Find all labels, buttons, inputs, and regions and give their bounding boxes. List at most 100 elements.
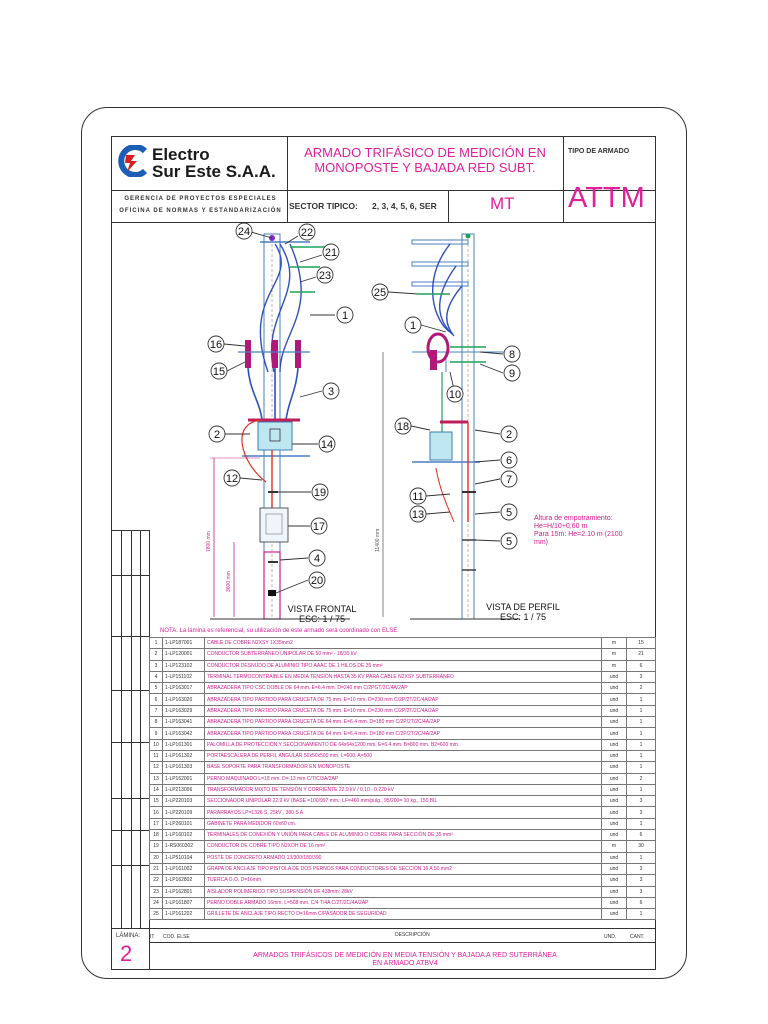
item-unit: und	[601, 795, 627, 808]
profile-callout-labels: 25 1 8 9 10 18 2 6 7 11 13 5 5	[374, 287, 515, 548]
title-block-vline-3	[563, 136, 564, 222]
footer-qty-label: CANT.	[630, 934, 645, 940]
revision-strip-row-7	[111, 865, 149, 866]
item-quantity: 21	[626, 648, 656, 661]
item-code: 1-LP163029	[162, 704, 205, 718]
item-description: GABINETE PARA MEDIDOR 60x60 cm.	[204, 817, 602, 831]
revision-strip-row-5	[111, 798, 149, 799]
front-callout-9: 2	[214, 429, 220, 441]
profile-view-scale: ESC: 1 / 75	[500, 612, 546, 622]
dim-front-long: 7800 mm	[206, 531, 212, 552]
front-callout-14: 4	[314, 553, 320, 565]
revision-strip-row-2	[111, 636, 149, 637]
item-code: 1-RS060302	[162, 840, 205, 853]
sheet-number: 2	[120, 941, 133, 966]
item-number: 23	[149, 885, 163, 898]
profile-callout-10: 11	[412, 491, 423, 503]
profile-callout-5: 10	[449, 389, 461, 401]
front-callout-7: 15	[213, 366, 225, 378]
revision-strip-col-3	[140, 530, 141, 928]
item-number: 21	[149, 862, 163, 876]
item-quantity: 15	[626, 636, 656, 650]
item-quantity: 30	[626, 840, 656, 853]
item-quantity: 3	[626, 862, 656, 876]
item-code: 1-LP161807	[162, 896, 205, 910]
item-number: 6	[149, 693, 163, 706]
item-code: 1-LP213006	[162, 783, 205, 797]
item-code: 1-LP163041	[162, 716, 205, 729]
item-number: 17	[149, 817, 163, 831]
item-quantity: 1	[626, 851, 656, 864]
item-description: PERNO MAQUINADO L=18 mm. D= 13 mm C/T/C/…	[204, 772, 602, 785]
item-description: ABRAZADERA TIPO PARTIDO PARA CRUCETA DE …	[204, 704, 602, 718]
item-description: CONDUCTOR DE COBRE TIPO N2XOH DE 16 mm²	[204, 840, 602, 853]
item-number: 25	[149, 908, 163, 921]
drawing-note: NOTA: La lámina es referencial, su utili…	[160, 628, 398, 634]
item-unit: m	[601, 636, 627, 650]
item-unit: und	[601, 817, 627, 831]
revision-strip-col-2	[131, 530, 132, 928]
item-number: 2	[149, 648, 163, 661]
armado-type-code: ATTM	[568, 182, 645, 214]
item-unit: und	[601, 806, 627, 819]
item-quantity: 1	[626, 716, 656, 729]
item-code: 1-LP162001	[162, 772, 205, 785]
item-description: CONDUCTOR SUBTERRÁNEO UNIPOLAR DE 50 mm²…	[204, 648, 602, 661]
profile-callout-9: 7	[506, 474, 512, 486]
item-number: 13	[149, 772, 163, 785]
profile-callout-2: 1	[410, 320, 416, 332]
footer-title-line1: ARMADOS TRIFÁSICOS DE MEDICIÓN EN MEDIA …	[253, 952, 557, 959]
company-name-line2: Sur Este S.A.A.	[152, 162, 276, 181]
item-code: 1-LP163020	[162, 693, 205, 706]
item-number: 12	[149, 761, 163, 774]
item-code: 1-LP160102	[162, 829, 205, 842]
item-unit: und	[601, 829, 627, 842]
voltage-class: MT	[490, 194, 515, 213]
department-line2: OFICINA DE NORMAS Y ESTANDARIZACIÓN	[119, 208, 282, 214]
item-quantity: 1	[626, 727, 656, 740]
item-code: 1-LP163042	[162, 727, 205, 740]
item-unit: und	[601, 851, 627, 864]
item-description: PARARRAYOS LP=1326 S, 25kV , 380 S A	[204, 806, 602, 819]
item-quantity: 6	[626, 829, 656, 842]
item-description: BASE SOPORTE PARA TRANSFORMADOR EN MONOP…	[204, 761, 602, 774]
item-quantity: 3	[626, 885, 656, 898]
item-number: 16	[149, 806, 163, 819]
drawing-title-line1: ARMADO TRIFÁSICO DE MEDICIÓN EN	[304, 145, 546, 160]
footer-code-label: COD. ELSE	[163, 934, 190, 940]
item-unit: und	[601, 749, 627, 763]
item-number: 4	[149, 670, 163, 684]
item-unit: und	[601, 727, 627, 740]
item-quantity: 3	[626, 874, 656, 887]
front-callout-4: 23	[319, 270, 331, 282]
item-description: ABRAZADERA TIPO PARTIDO PARA CRUCETA DE …	[204, 693, 602, 706]
profile-callout-13: 5	[506, 536, 512, 548]
item-description: GRAPA DE ANCLAJE TIPO PISTOLA DE DOS PER…	[204, 862, 602, 876]
item-code: 1-LP220109	[162, 806, 205, 819]
item-number: 10	[149, 738, 163, 751]
item-description: CABLE DE COBRE N2XSY 1X35mm2	[204, 636, 602, 650]
company-logo-icon	[117, 144, 149, 178]
drawing-title-line2: MONOPOSTE Y BAJADA RED SUBT.	[314, 160, 536, 175]
item-description: GRILLETE DE ANCLAJE TIPO RECTO D=16mm C/…	[204, 908, 602, 921]
item-unit: m	[601, 659, 627, 672]
drawing-views: 24 22 21 23 1 16 15 3 2 14 12 19 17 4 20	[206, 222, 623, 624]
item-unit: und	[601, 693, 627, 706]
profile-callout-4: 9	[509, 368, 515, 380]
footer-item-label: IT	[150, 934, 155, 940]
item-unit: und	[601, 761, 627, 774]
item-unit: und	[601, 704, 627, 718]
item-quantity: 1	[626, 817, 656, 831]
profile-view-pole	[382, 233, 520, 620]
embedment-note: Altura de empotramiento: He=H/10+0,60 m …	[534, 515, 623, 546]
item-number: 3	[149, 659, 163, 672]
front-callout-8: 3	[328, 386, 334, 398]
